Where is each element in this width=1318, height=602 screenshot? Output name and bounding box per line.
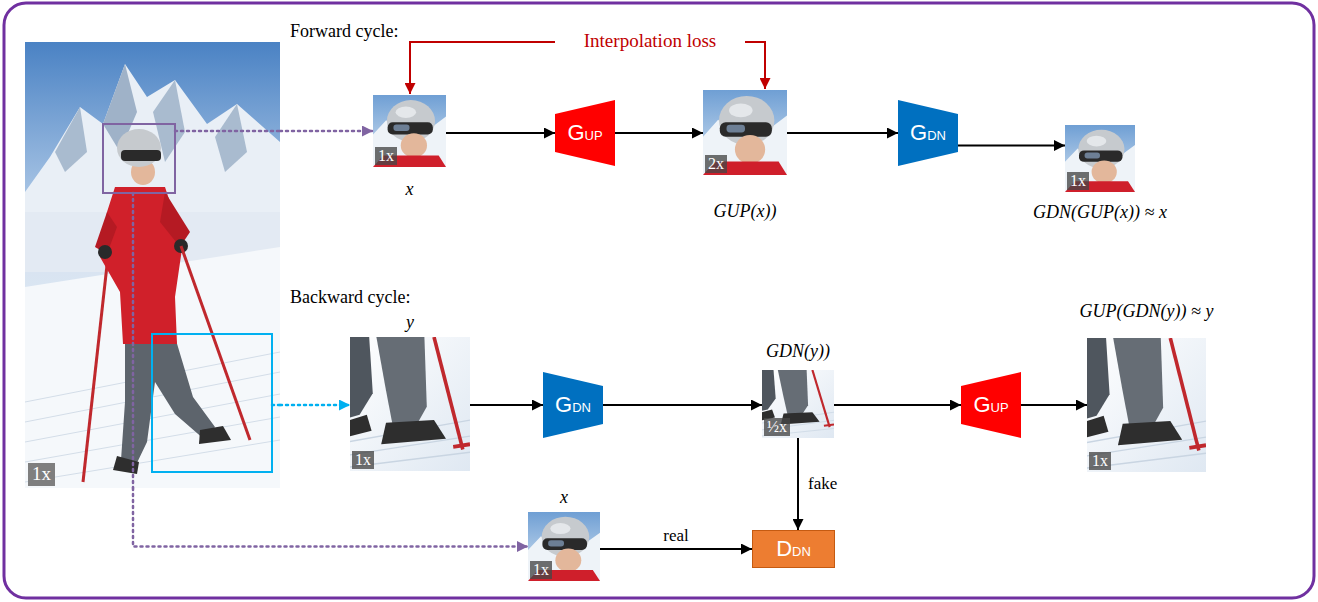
dotted-leader (175, 130, 280, 133)
skier-photo (25, 42, 280, 488)
scale-tag: 1x (375, 147, 397, 165)
image-patch (1087, 338, 1206, 472)
illustration-polygon (55, 107, 87, 172)
connector-arrow (797, 438, 799, 530)
loss-bracket (410, 42, 555, 94)
image-patch: 1xGDN(GUP(x)) ≈ x (1065, 125, 1135, 192)
scale-tag: ½x (764, 418, 790, 436)
image-patch: 2xGUP(x)) (703, 90, 787, 175)
image-patch (373, 95, 446, 167)
discriminator-box: DDN (752, 530, 835, 568)
connector-arrow (470, 404, 543, 406)
section-title: Backward cycle: (290, 287, 410, 308)
image-patch (703, 90, 787, 175)
patch-caption: GDN(y)) (766, 341, 830, 362)
connector-arrow (615, 132, 703, 134)
downsampler-generator: GDN (543, 372, 603, 438)
trapezoid-outline (898, 100, 958, 166)
edge-label: real (661, 526, 690, 546)
patch-caption: GUP(GDN(y)) ≈ y (1080, 301, 1214, 322)
patch-caption: x (406, 179, 414, 200)
illustration-polygon (160, 192, 190, 247)
image-patch: y1x (350, 337, 470, 471)
connector-arrow (280, 130, 373, 133)
illustration-circle (98, 245, 112, 259)
frame-border (4, 3, 1314, 598)
patch-caption: x (560, 487, 568, 508)
patch-caption: GUP(x)) (714, 201, 777, 222)
scale-tag: 1x (28, 463, 55, 486)
illustration-rect (25, 42, 280, 488)
loss-label: Interpolation loss (580, 30, 720, 52)
patch-caption: y (406, 312, 414, 333)
scale-tag: 1x (352, 451, 374, 469)
connector-arrow (834, 404, 961, 406)
illustration-rect (152, 334, 272, 472)
network-name: GDN (910, 122, 946, 144)
skier-photo: 1x (25, 42, 280, 488)
image-patch (762, 370, 834, 438)
trapezoid-outline (961, 372, 1021, 438)
section-title: Forward cycle: (290, 21, 398, 42)
illustration-line (181, 246, 250, 440)
image-patch: GDN(y))½x (762, 370, 834, 438)
connector-arrow (600, 548, 752, 550)
image-patch (1065, 125, 1135, 192)
scale-tag: 1x (1067, 172, 1089, 190)
illustration-polygon (199, 426, 231, 444)
illustration-polygon (215, 104, 247, 172)
illustration-g (25, 42, 280, 488)
illustration-polygon (113, 456, 139, 474)
scale-tag: 1x (1089, 452, 1111, 470)
scale-tag: 1x (530, 561, 552, 579)
connector-arrow (446, 132, 555, 134)
image-patch: GUP(GDN(y)) ≈ y1x (1087, 338, 1206, 472)
illustration-polygon (121, 337, 215, 467)
edge-label: fake (806, 474, 839, 494)
image-patch (528, 512, 600, 581)
upsampler-generator: GUP (555, 100, 615, 166)
illustration-rect (103, 124, 175, 193)
upsampler-generator: GUP (961, 372, 1021, 438)
connector-arrow (603, 404, 762, 406)
illustration-line (83, 247, 109, 482)
trapezoid-outline (543, 372, 603, 438)
image-patch: 1xx (373, 95, 446, 167)
network-name: GUP (973, 394, 1008, 416)
dotted-leader (132, 193, 135, 488)
patch-caption: GDN(GUP(x)) ≈ x (1033, 202, 1167, 223)
image-patch: x1x (528, 512, 600, 581)
connector-arrow (787, 132, 898, 134)
connector-arrow (1021, 404, 1087, 406)
network-name: GUP (567, 122, 602, 144)
connector-arrow (958, 145, 1065, 147)
image-patch (350, 337, 470, 471)
downsampler-generator: GDN (898, 100, 958, 166)
illustration-rect (121, 150, 161, 161)
network-name: GDN (555, 394, 591, 416)
loss-bracket (745, 42, 765, 89)
connector-arrow (280, 404, 350, 407)
network-name: DDN (776, 538, 811, 560)
scale-tag: 2x (705, 155, 727, 173)
illustration-ellipse (117, 129, 161, 167)
trapezoid-outline (555, 100, 615, 166)
connector-arrow (133, 488, 528, 547)
